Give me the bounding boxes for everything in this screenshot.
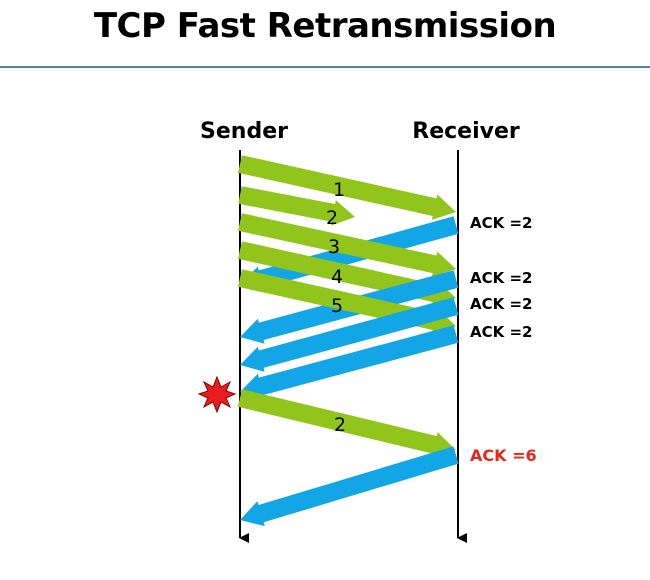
segment-label-1: 1 (333, 179, 345, 201)
ack-arrow-3 (240, 297, 459, 372)
explosion-icon (197, 375, 237, 414)
segment-arrow-2 (238, 186, 355, 226)
ack-label-1: ACK =2 (470, 214, 532, 232)
ack-label-2: ACK =2 (470, 269, 532, 287)
ack-arrow-4 (240, 325, 459, 399)
segment-label-5: 5 (331, 295, 343, 317)
segment-arrow-3 (238, 213, 456, 277)
segment-label-3: 3 (328, 236, 340, 258)
ack-label-4: ACK =2 (470, 323, 532, 341)
ack-arrow-5 (240, 446, 459, 527)
segment-label-4: 4 (331, 266, 343, 288)
sender-label: Sender (200, 119, 288, 144)
segment-label-2: 2 (326, 207, 338, 229)
ack-label-3: ACK =2 (470, 295, 532, 313)
title-divider (0, 66, 650, 68)
segment-arrow-retransmit (237, 389, 456, 458)
segment-label-retransmit: 2 (334, 414, 346, 436)
page-title: TCP Fast Retransmission (93, 6, 557, 46)
segment-arrow-1 (238, 155, 456, 220)
ack-label-5: ACK =6 (470, 446, 537, 465)
receiver-label: Receiver (412, 119, 520, 144)
message-arrows (237, 155, 459, 527)
